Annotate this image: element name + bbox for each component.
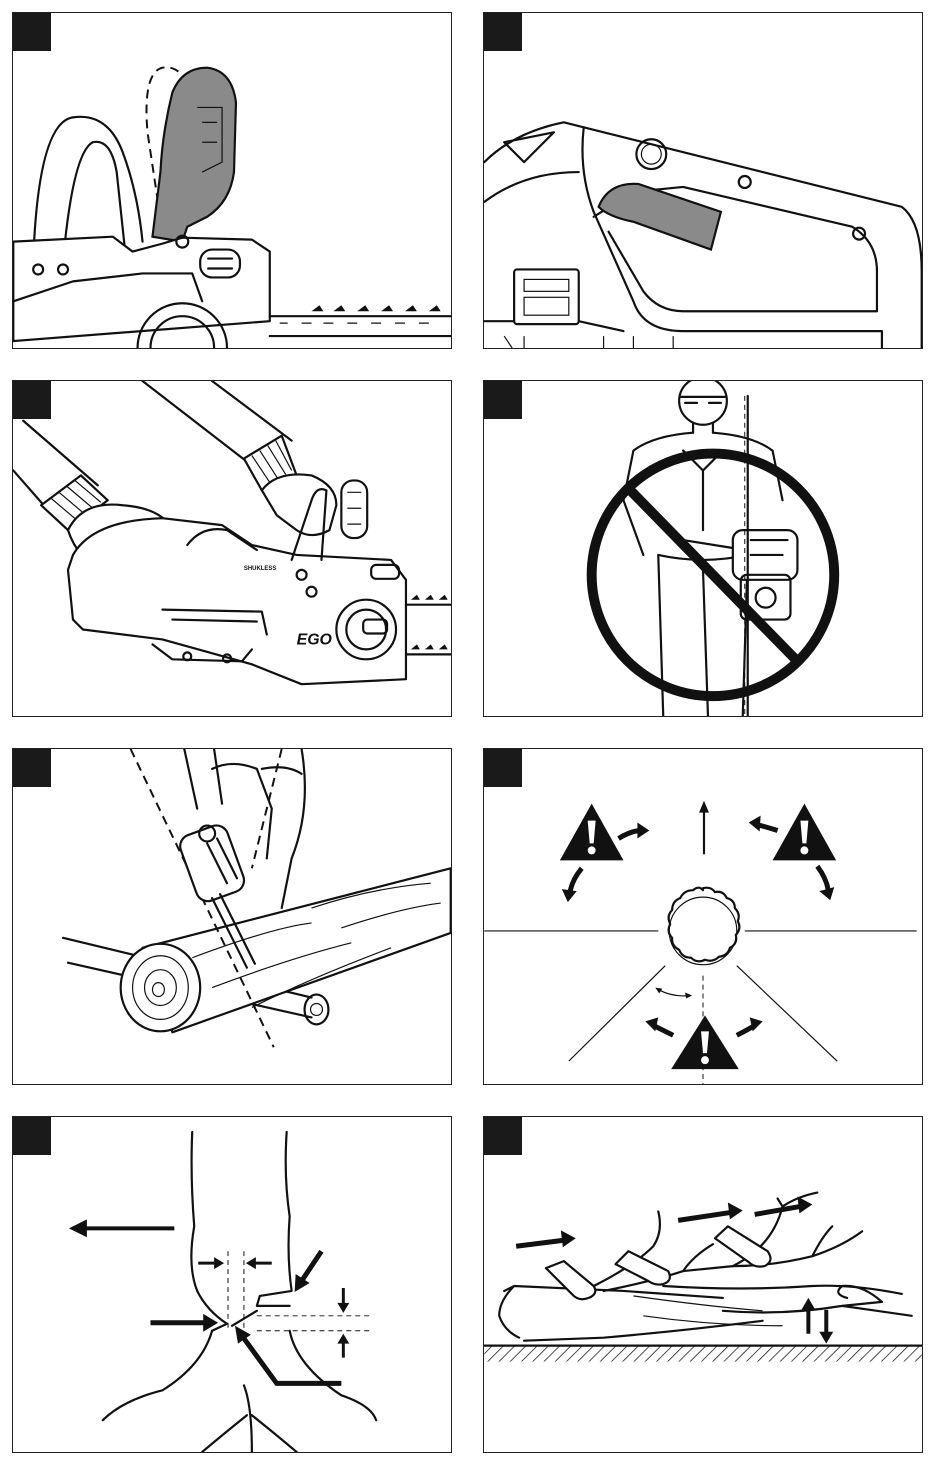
illustration-log-cutting: [13, 749, 451, 1084]
trigger-highlight: [599, 184, 721, 250]
step-marker: [13, 13, 51, 51]
panel-brake-lever: [12, 12, 452, 349]
illustration-notch-cut: [13, 1117, 451, 1452]
illustration-rear-handle: [484, 13, 922, 348]
step-marker: [13, 1117, 51, 1155]
panel-spring-pole: [483, 1116, 923, 1453]
panel-notch-cut: [12, 1116, 452, 1453]
model-badge: SHUKLESS: [244, 566, 276, 572]
chain-brake-lever: [152, 68, 236, 242]
panel-log-cutting: [12, 748, 452, 1085]
step-marker: [484, 1117, 522, 1155]
step-marker: [13, 749, 51, 787]
panel-two-hand-grip: EGO SHUKLESS: [12, 380, 452, 717]
illustration-escape-path: [484, 749, 922, 1084]
illustration-brake-lever: [13, 13, 451, 348]
panel-rear-handle: [483, 12, 923, 349]
step-marker: [484, 381, 522, 419]
brand-logo: EGO: [297, 631, 333, 648]
panel-no-one-hand: [483, 380, 923, 717]
warning-triangle-icon: [671, 1015, 739, 1069]
illustration-no-one-hand: [484, 381, 922, 716]
illustration-two-hand-grip: EGO SHUKLESS: [13, 381, 451, 716]
illustration-spring-pole: [484, 1117, 922, 1452]
step-marker: [484, 749, 522, 787]
step-marker: [484, 13, 522, 51]
warning-triangle-icon: [773, 804, 837, 861]
panel-escape-path: [483, 748, 923, 1085]
step-marker: [13, 381, 51, 419]
warning-triangle-icon: [560, 804, 624, 861]
